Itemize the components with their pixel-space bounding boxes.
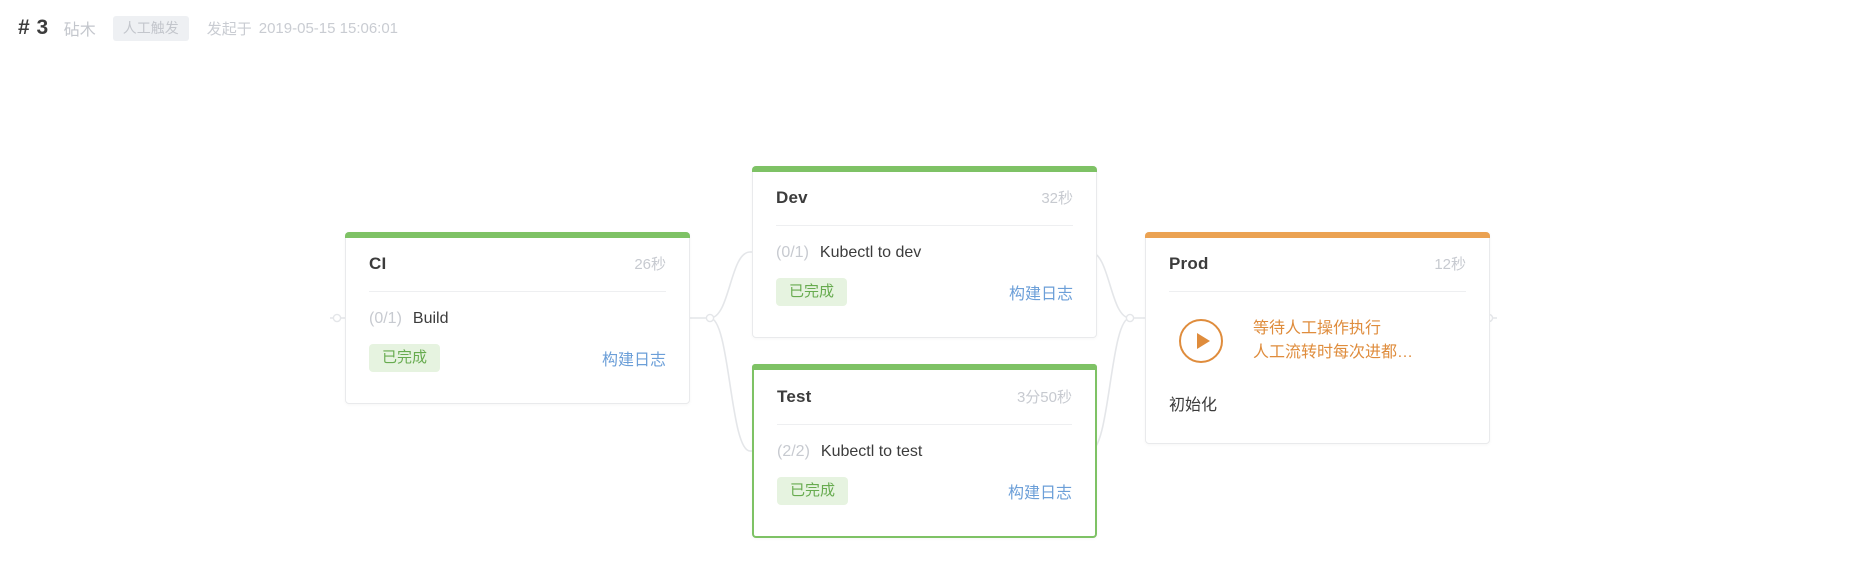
job-row: (0/1) Build [369,310,666,328]
job-row: (2/2) Kubectl to test [777,443,1072,461]
stage-duration-dev: 32秒 [1041,190,1073,207]
stage-status-bar-test [752,364,1097,370]
build-log-link-test[interactable]: 构建日志 [1007,485,1072,502]
stage-card-dev[interactable]: Dev 32秒 (0/1) Kubectl to dev 已完成 构建日志 [752,166,1097,338]
job-name-dev: Kubectl to dev [819,244,922,261]
stage-card-prod[interactable]: Prod 12秒 等待人工操作执行 人工流转时每次进都… 初始化 [1145,232,1490,444]
stage-header-ci: CI 26秒 [346,233,689,274]
manual-approval-block: 等待人工操作执行 人工流转时每次进都… [1146,292,1489,365]
stage-duration-ci: 26秒 [634,256,666,273]
stage-title-test: Test [777,387,812,406]
stage-title-prod: Prod [1169,254,1209,273]
connector-node-split [705,313,715,323]
connector-node-merge [1125,313,1135,323]
manual-approval-text: 等待人工操作执行 人工流转时每次进都… [1253,317,1413,365]
started-at-label: 发起于 [206,20,252,38]
job-name-ci: Build [412,310,449,327]
stage-title-dev: Dev [776,188,808,207]
status-badge-dev: 已完成 [776,278,848,306]
play-icon[interactable] [1179,319,1223,363]
stage-card-test[interactable]: Test 3分50秒 (2/2) Kubectl to test 已完成 构建日… [752,364,1097,538]
stage-card-ci[interactable]: CI 26秒 (0/1) Build 已完成 构建日志 [345,232,690,404]
run-number: # 3 [18,16,49,39]
build-log-link-ci[interactable]: 构建日志 [601,352,666,369]
stage-footer-ci: 已完成 构建日志 [346,328,689,393]
build-log-link-dev[interactable]: 构建日志 [1008,286,1073,303]
stage-footer-test: 已完成 构建日志 [754,461,1095,526]
stage-status-bar-ci [345,232,690,238]
divider [776,225,1073,226]
stage-body-test: (2/2) Kubectl to test [754,425,1095,461]
stage-body-dev: (0/1) Kubectl to dev [753,226,1096,262]
stage-header-prod: Prod 12秒 [1146,233,1489,274]
stage-state-prod: 初始化 [1169,397,1218,414]
job-count-dev: (0/1) [776,244,809,261]
pipeline-graph: CI 26秒 (0/1) Build 已完成 构建日志 Dev 32秒 (0/1… [0,56,1849,582]
stage-duration-prod: 12秒 [1434,256,1466,273]
stage-title-ci: CI [369,254,387,273]
status-badge-test: 已完成 [777,477,849,505]
stage-header-dev: Dev 32秒 [753,167,1096,208]
status-badge-ci: 已完成 [369,344,441,372]
stage-duration-test: 3分50秒 [1016,389,1072,406]
run-header: # 3 砧木 人工触发 发起于 2019-05-15 15:06:01 [0,0,1849,56]
job-row: (0/1) Kubectl to dev [776,244,1073,262]
trigger-type-tag: 人工触发 [112,15,189,41]
divider [1169,291,1466,292]
job-name-test: Kubectl to test [820,443,923,460]
stage-status-bar-dev [752,166,1097,172]
started-at-time: 2019-05-15 15:06:01 [258,19,399,37]
pipeline-name: 砧木 [63,22,96,39]
stage-footer-dev: 已完成 构建日志 [753,262,1096,327]
stage-body-ci: (0/1) Build [346,292,689,328]
divider [369,291,666,292]
job-count-ci: (0/1) [369,310,402,327]
connector-node-ci-in [332,313,342,323]
play-triangle [1196,333,1210,349]
manual-description: 人工流转时每次进都… [1253,344,1414,361]
manual-waiting-label: 等待人工操作执行 [1253,320,1382,337]
stage-header-test: Test 3分50秒 [754,366,1095,407]
job-count-test: (2/2) [777,443,810,460]
stage-status-bar-prod [1145,232,1490,238]
divider [777,424,1072,425]
